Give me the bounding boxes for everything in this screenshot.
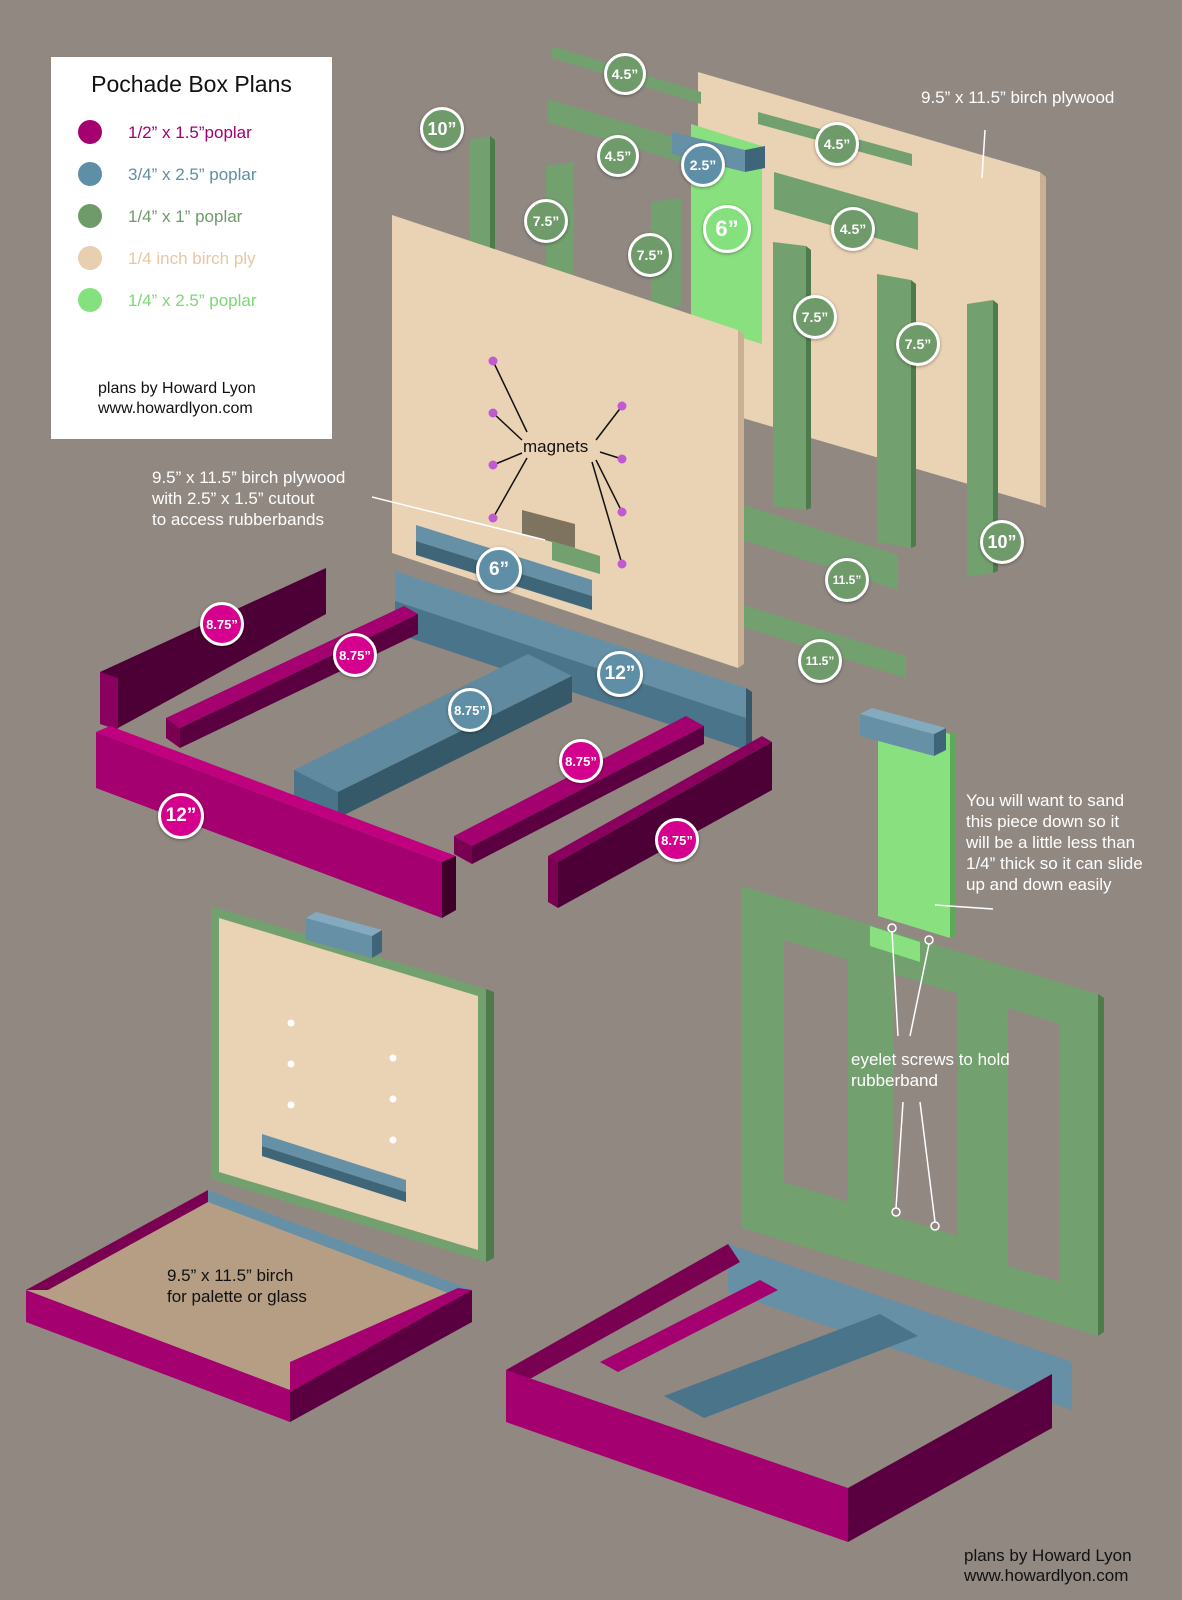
dimension-badge: 4.5” — [604, 53, 646, 95]
dimension-badge: 8.75” — [200, 602, 244, 646]
sliding-panel — [860, 708, 994, 938]
note-palette: 9.5” x 11.5” birch for palette or glass — [167, 1266, 307, 1306]
note-magnets: magnets — [523, 437, 589, 456]
dimension-badge: 4.5” — [831, 207, 875, 251]
assembled-box-right — [506, 886, 1104, 1542]
dimension-badge: 7.5” — [896, 322, 940, 366]
legend-title: Pochade Box Plans — [91, 71, 292, 97]
note-top-plywood: 9.5” x 11.5” birch plywood — [921, 88, 1115, 107]
footer-credit: plans by Howard Lyon www.howardlyon.com — [964, 1546, 1132, 1585]
note-cutout-plywood: 9.5” x 11.5” birch plywood with 2.5” x 1… — [152, 468, 346, 529]
note-sand-piece: You will want to sand this piece down so… — [966, 791, 1143, 894]
swatch-green-icon — [78, 204, 102, 228]
dimension-badge: 11.5” — [825, 558, 869, 602]
dimension-badge: 10” — [420, 107, 464, 151]
dimension-badge: 8.75” — [333, 633, 377, 677]
legend-item-quarter-2-5in-poplar: 1/4” x 2.5” poplar — [75, 285, 325, 315]
legend-panel: Pochade Box Plans 1/2” x 1.5”poplar 3/4”… — [51, 57, 332, 439]
dimension-badge: 6” — [703, 205, 751, 253]
legend-credit: plans by Howard Lyon www.howardlyon.com — [98, 380, 256, 417]
legend-item-quarter-1in-poplar: 1/4” x 1” poplar — [75, 201, 325, 231]
dimension-badge: 7.5” — [524, 199, 568, 243]
dimension-badge: 8.75” — [448, 688, 492, 732]
dimension-badge: 4.5” — [815, 122, 859, 166]
legend-item-three-quarter-poplar: 3/4” x 2.5” poplar — [75, 159, 325, 189]
dimension-badge: 7.5” — [793, 295, 837, 339]
assembled-box-left — [26, 906, 494, 1422]
dimension-badge: 12” — [597, 651, 643, 697]
dimension-badge: 12” — [158, 793, 204, 839]
dimension-badge: 7.5” — [628, 233, 672, 277]
swatch-magenta-icon — [78, 120, 102, 144]
dimension-badge: 6” — [476, 547, 522, 593]
magnet-callouts — [371, 129, 986, 569]
dimension-badge: 11.5” — [798, 639, 842, 683]
note-eyelet-screws: eyelet screws to hold rubberband — [851, 1050, 1010, 1090]
dimension-badge: 10” — [980, 520, 1024, 564]
legend-item-half-poplar: 1/2” x 1.5”poplar — [75, 117, 325, 147]
swatch-blue-icon — [78, 162, 102, 186]
swatch-light-green-icon — [78, 288, 102, 312]
legend-item-birch-ply: 1/4 inch birch ply — [75, 243, 325, 273]
dimension-badge: 8.75” — [655, 818, 699, 862]
dimension-badge: 8.75” — [559, 739, 603, 783]
swatch-tan-icon — [78, 246, 102, 270]
dimension-badge: 4.5” — [597, 135, 639, 177]
dimension-badge: 2.5” — [681, 143, 725, 187]
